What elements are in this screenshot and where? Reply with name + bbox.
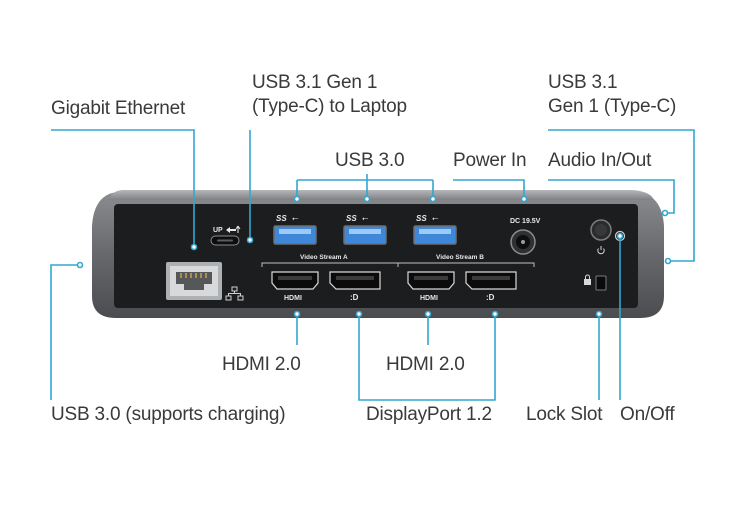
ss-marking-1: SS <box>276 214 287 223</box>
label-hdmi-b: HDMI 2.0 <box>386 354 465 375</box>
svg-text::D: :D <box>486 293 495 302</box>
ss-marking-2: SS <box>346 214 357 223</box>
leader-audio <box>548 179 675 214</box>
leader-displayport <box>358 314 496 401</box>
leader-usb31-typec <box>548 129 695 262</box>
label-on-off: On/Off <box>620 404 675 425</box>
ethernet-port <box>166 262 244 301</box>
label-gigabit-ethernet: Gigabit Ethernet <box>51 98 186 119</box>
hdmi-port-b <box>407 271 455 290</box>
lock-icon <box>584 274 591 285</box>
dc-marking: DC 19.5V <box>510 218 541 225</box>
callout-lines <box>50 129 695 401</box>
up-marking: UP <box>213 227 223 234</box>
usb-trident-icon: ⭠ <box>292 214 299 223</box>
leader-gigabit-ethernet <box>51 129 195 244</box>
power-icon <box>597 246 605 255</box>
hdmi-b-marking: HDMI <box>420 295 438 302</box>
label-usb31-typec: USB 3.1 Gen 1 (Type-C) <box>548 71 676 119</box>
label-usb31-typec-line2: Gen 1 (Type-C) <box>548 95 677 117</box>
displayport-b <box>465 271 517 290</box>
usb-c-upstream-port: UP <box>210 225 241 246</box>
callout-dots <box>76 195 672 318</box>
displayport-icon: :D <box>486 293 495 302</box>
dc-power-port: DC 19.5V <box>510 218 541 255</box>
label-power-in: Power In <box>453 150 527 171</box>
label-usb30-charging: USB 3.0 (supports charging) <box>51 404 286 425</box>
power-button <box>590 219 612 255</box>
hdmi-port-a <box>271 271 319 290</box>
label-lock-slot: Lock Slot <box>526 404 603 425</box>
usb3-port-1 <box>273 225 317 245</box>
video-stream-b: Video Stream B HDMI :D <box>397 254 535 302</box>
label-audio-in-out: Audio In/Out <box>548 150 652 171</box>
label-usb31-typec-line1: USB 3.1 <box>548 72 618 93</box>
video-stream-b-marking: Video Stream B <box>436 254 484 261</box>
usb3-port-group: SS ⭠ SS ⭠ SS ⭠ <box>273 214 457 245</box>
label-usb31-to-laptop-line1: USB 3.1 Gen 1 <box>252 72 378 93</box>
network-icon <box>225 286 244 301</box>
lightning-icon <box>235 225 241 233</box>
lock-slot <box>584 274 607 291</box>
video-stream-a: Video Stream A HDMI :D <box>261 254 399 302</box>
usb-trident-icon: ⭠ <box>432 214 439 223</box>
displayport-a <box>329 271 381 290</box>
label-hdmi-a: HDMI 2.0 <box>222 354 301 375</box>
hdmi-a-marking: HDMI <box>284 295 302 302</box>
usb3-port-2 <box>343 225 387 245</box>
label-displayport: DisplayPort 1.2 <box>366 404 492 425</box>
ss-marking-3: SS <box>416 214 427 223</box>
svg-text::D: :D <box>350 293 359 302</box>
usb3-port-3 <box>413 225 457 245</box>
label-usb31-to-laptop-line2: (Type-C) to Laptop <box>252 95 407 117</box>
video-stream-a-marking: Video Stream A <box>300 254 348 261</box>
upstream-arrow-icon <box>226 227 236 233</box>
label-usb30: USB 3.0 <box>335 150 405 171</box>
label-usb31-to-laptop: USB 3.1 Gen 1 (Type-C) to Laptop <box>252 71 407 119</box>
usb-trident-icon: ⭠ <box>362 214 369 223</box>
leader-power-in <box>453 179 525 197</box>
leader-usb30-charging <box>50 264 80 400</box>
displayport-icon: :D <box>350 293 359 302</box>
